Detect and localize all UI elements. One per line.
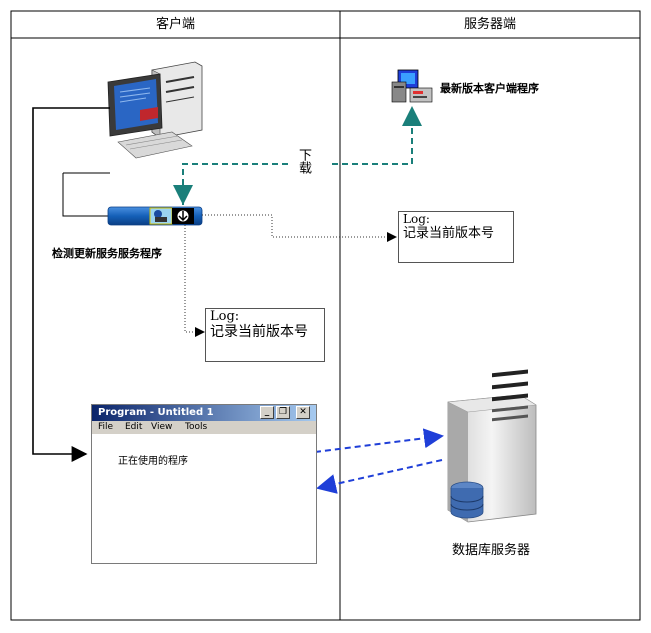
outer-frame xyxy=(10,10,641,621)
menu-tools[interactable]: Tools xyxy=(185,422,208,432)
download-label: 下载 xyxy=(296,148,311,174)
latest-client-label: 最新版本客户端程序 xyxy=(440,82,539,95)
left-log-note: Log: 记录当前版本号 xyxy=(205,308,325,362)
close-button[interactable]: ✕ xyxy=(296,406,310,419)
checker-tray-bar xyxy=(107,206,203,226)
client-pc-icon xyxy=(107,61,203,159)
minimize-button[interactable]: _ xyxy=(260,406,274,419)
log-note-text: 记录当前版本号 xyxy=(403,226,495,241)
checker-label: 检测更新服务服务程序 xyxy=(52,247,162,260)
pc-to-program-arrow xyxy=(32,107,110,462)
db-to-program-arrow xyxy=(316,459,443,494)
window-menubar: File Edit View Tools xyxy=(92,421,316,434)
checker-to-left-log-arrow xyxy=(184,225,205,337)
log-note-text: 记录当前版本号 xyxy=(210,324,308,340)
menu-file[interactable]: File xyxy=(98,422,114,432)
checker-to-right-log-arrow xyxy=(202,214,397,242)
server-column-title: 服务器端 xyxy=(463,17,516,32)
db-server-label: 数据库服务器 xyxy=(452,543,531,558)
menu-view[interactable]: View xyxy=(151,422,173,432)
window-body: 正在使用的程序 xyxy=(92,434,314,561)
pc-to-checker-line xyxy=(62,173,108,217)
right-log-note: Log: 记录当前版本号 xyxy=(398,211,514,263)
restore-button[interactable]: ❐ xyxy=(276,406,290,419)
window-title: Program - Untitled 1 xyxy=(98,407,214,418)
menu-edit[interactable]: Edit xyxy=(125,422,143,432)
program-to-db-arrow xyxy=(314,428,444,453)
program-body-text: 正在使用的程序 xyxy=(118,456,188,467)
window-titlebar[interactable]: Program - Untitled 1 _ ❐ ✕ xyxy=(92,405,316,421)
installer-icon xyxy=(391,69,433,103)
database-server-icon xyxy=(447,369,537,523)
log-note-title: Log: xyxy=(210,309,240,324)
client-column-title: 客户端 xyxy=(155,17,195,32)
program-window: Program - Untitled 1 _ ❐ ✕ File Edit Vie… xyxy=(91,404,317,564)
log-note-title: Log: xyxy=(403,212,430,226)
